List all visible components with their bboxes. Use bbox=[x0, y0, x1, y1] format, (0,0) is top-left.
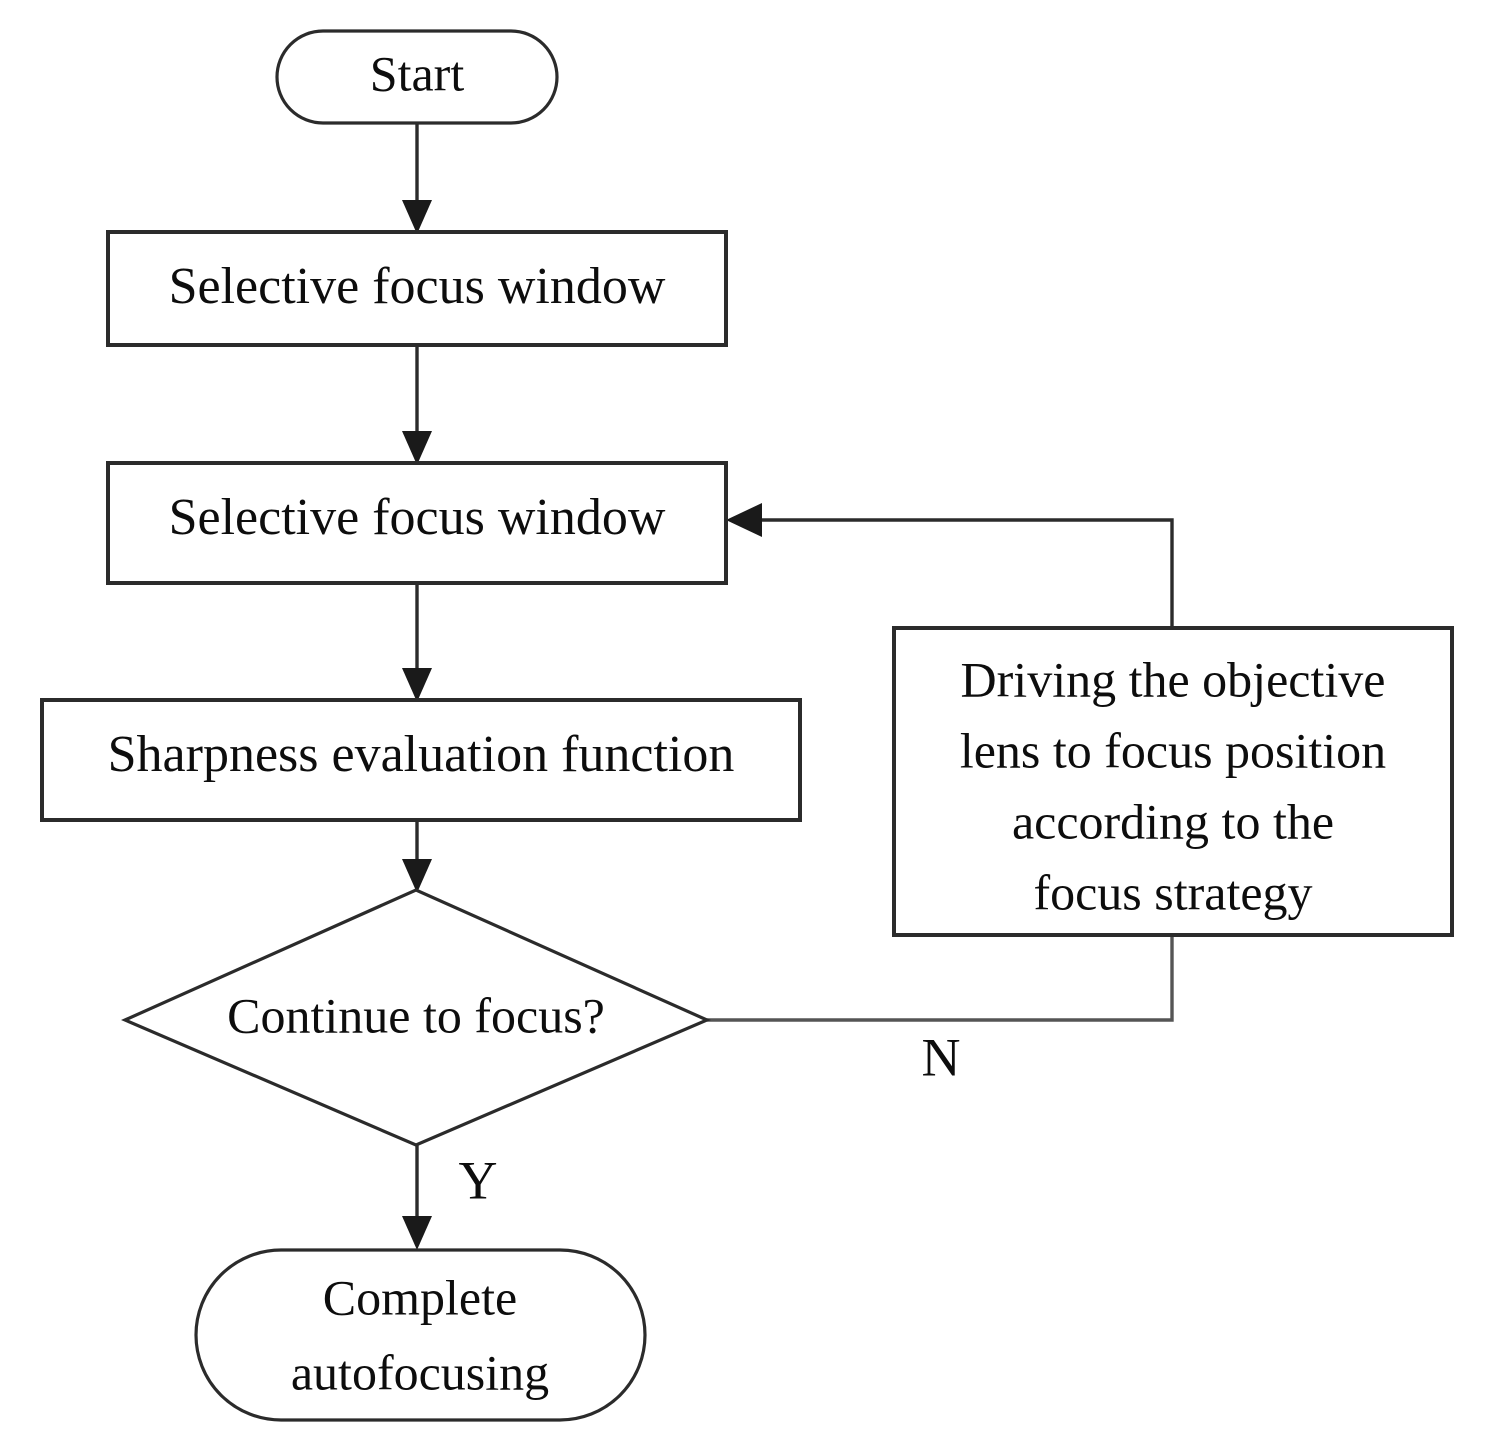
node-select-window-1-label: Selective focus window bbox=[169, 258, 666, 315]
node-complete[interactable]: Complete autofocusing bbox=[194, 1248, 647, 1422]
node-drive-lens-label-line-3: according to the bbox=[1012, 793, 1334, 849]
node-select-window-1[interactable]: Selective focus window bbox=[106, 230, 728, 347]
node-drive-lens-label-line-1: Driving the objective bbox=[961, 651, 1386, 707]
edge-continue-decision-no-to-drive-lens bbox=[707, 937, 1174, 1022]
node-start[interactable]: Start bbox=[275, 29, 559, 125]
node-select-window-2[interactable]: Selective focus window bbox=[106, 461, 728, 585]
node-continue-decision[interactable]: Continue to focus? bbox=[121, 888, 711, 1147]
edge-sharpness-to-continue-decision bbox=[402, 820, 432, 893]
node-continue-decision-label: Continue to focus? bbox=[227, 987, 605, 1043]
node-select-window-2-label: Selective focus window bbox=[169, 489, 666, 546]
edge-drive-lens-to-select-window-2 bbox=[726, 503, 1174, 628]
node-start-label: Start bbox=[370, 45, 465, 101]
edge-continue-decision-yes-to-complete bbox=[402, 1145, 432, 1250]
edge-label-yes: Y bbox=[459, 1150, 498, 1210]
node-drive-lens-label-line-4: focus strategy bbox=[1033, 864, 1312, 920]
edge-select-window-2-to-sharpness bbox=[402, 583, 432, 702]
edge-select-window-1-to-select-window-2 bbox=[402, 345, 432, 465]
node-complete-label-line-2: autofocusing bbox=[291, 1344, 549, 1400]
edge-start-to-select-window-1 bbox=[402, 123, 432, 234]
node-sharpness-label: Sharpness evaluation function bbox=[108, 726, 735, 783]
node-sharpness[interactable]: Sharpness evaluation function bbox=[40, 698, 802, 822]
node-complete-label-line-1: Complete bbox=[323, 1269, 517, 1325]
node-drive-lens-label-line-2: lens to focus position bbox=[960, 722, 1386, 778]
node-drive-lens[interactable]: Driving the objective lens to focus posi… bbox=[892, 626, 1454, 937]
edge-label-no: N bbox=[922, 1027, 961, 1087]
